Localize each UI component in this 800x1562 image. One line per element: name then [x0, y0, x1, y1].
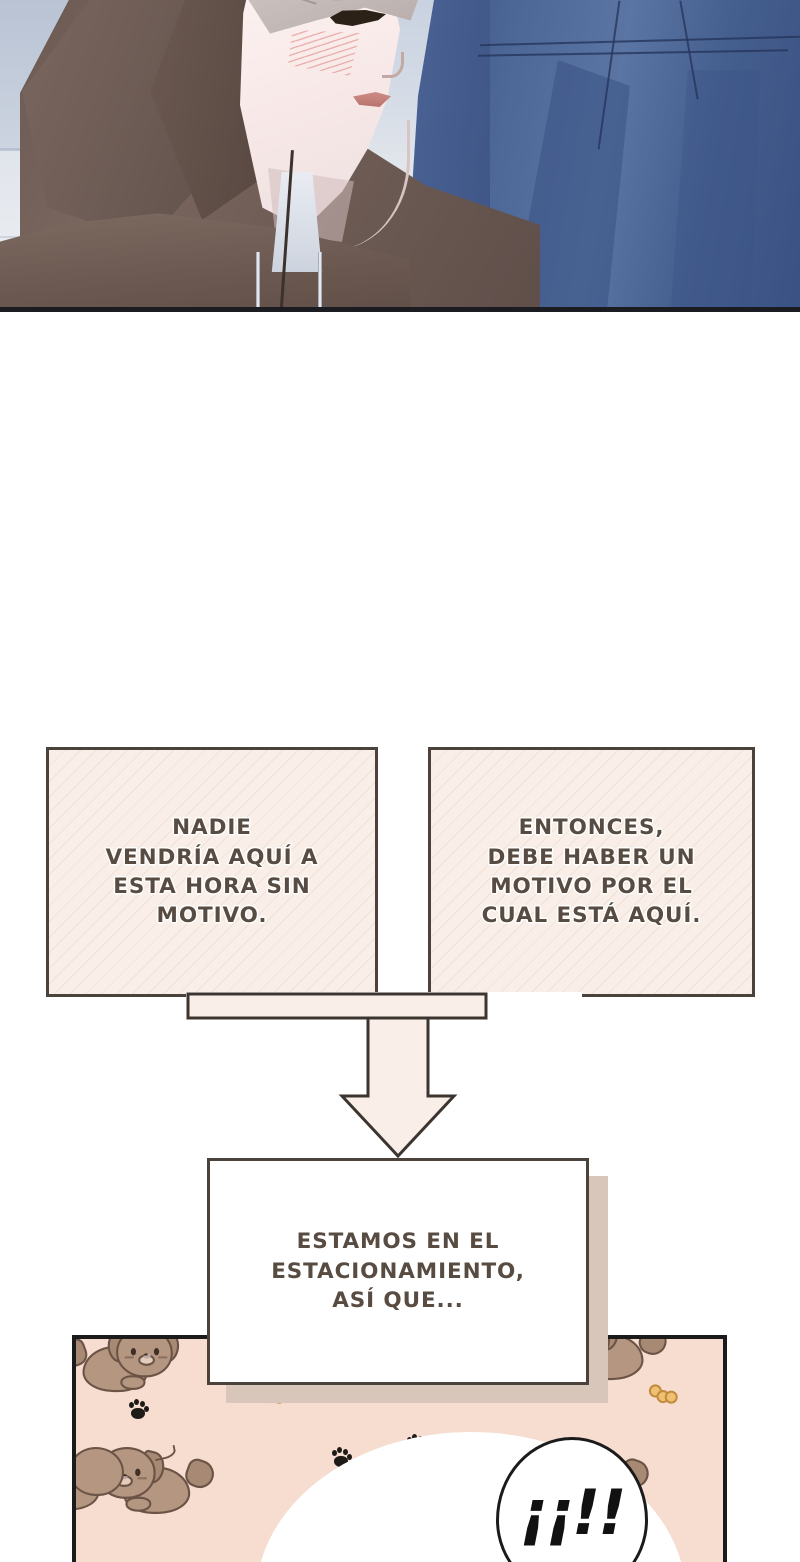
- paw-print-left: [128, 1399, 149, 1421]
- speech-bubble-narration: ESTAMOS EN EL ESTACIONAMIENTO, ASÍ QUE..…: [207, 1158, 589, 1385]
- treat-right: [646, 1382, 680, 1407]
- connector-arrow: [338, 1018, 458, 1159]
- speech-bubble-exclamation: ¡¡!!: [496, 1437, 648, 1562]
- bubble-link-arrow: [186, 992, 582, 1172]
- squiggle-left: [152, 1444, 178, 1462]
- hoodie-drawstring-right: [318, 252, 322, 307]
- speech-bubble-exclamation-text: ¡¡!!: [519, 1476, 626, 1549]
- speech-bubble-narration-text: ESTAMOS EN EL ESTACIONAMIENTO, ASÍ QUE..…: [271, 1229, 525, 1314]
- speech-bubble-dialogue-1: NADIE VENDRÍA AQUÍ A ESTA HORA SIN MOTIV…: [46, 747, 378, 997]
- speech-bubble-dialogue-1-text: NADIE VENDRÍA AQUÍ A ESTA HORA SIN MOTIV…: [105, 815, 319, 929]
- character-lips: [353, 92, 391, 107]
- shirt-collar: [271, 172, 323, 272]
- connector-bridge: [186, 992, 488, 1020]
- speech-bubble-dialogue-2-text: ENTONCES, DEBE HABER UN MOTIVO POR EL CU…: [481, 815, 702, 929]
- art-panel-parking-garage: [0, 0, 800, 312]
- paw-print-center: [331, 1447, 352, 1469]
- character-nose: [382, 52, 404, 78]
- speech-bubble-dialogue-2: ENTONCES, DEBE HABER UN MOTIVO POR EL CU…: [428, 747, 755, 997]
- hoodie-drawstring-left: [256, 252, 260, 307]
